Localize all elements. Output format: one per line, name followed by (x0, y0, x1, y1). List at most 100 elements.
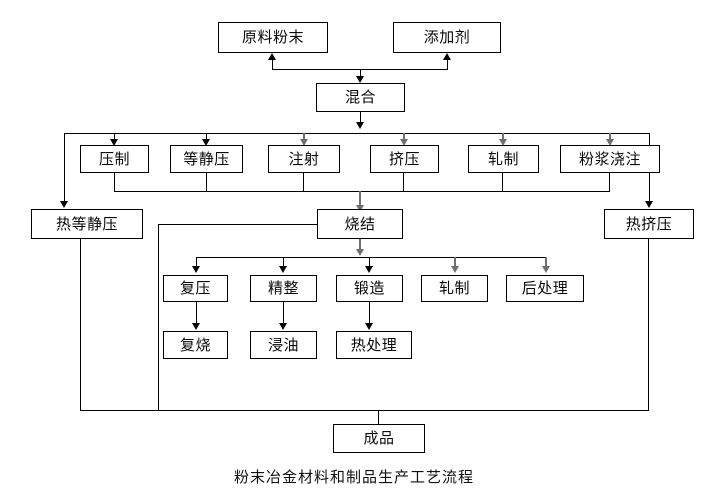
arrow-into-sizing (279, 266, 287, 273)
arrow-into-repressing (192, 266, 200, 273)
node-resintering[interactable]: 复烧 (163, 331, 228, 359)
node-sintering-label: 烧结 (344, 214, 376, 233)
node-repressing[interactable]: 复压 (163, 275, 228, 302)
arrow-into-forging (365, 266, 373, 273)
arrow-into-pressing (110, 139, 118, 146)
node-isostatic-pressing-label: 等静压 (183, 149, 230, 168)
connector-extrusion-down (403, 173, 404, 192)
node-sizing-label: 精整 (267, 279, 299, 297)
node-isostatic-pressing[interactable]: 等静压 (170, 145, 243, 173)
connector-bottom-bus (80, 410, 649, 411)
connector-fan-to-rolling2 (454, 257, 456, 268)
connector-isostatic-down (206, 173, 207, 192)
diagram-caption: 粉末冶金材料和制品生产工艺流程 (234, 468, 475, 486)
node-rolling-secondary-label: 轧制 (438, 279, 470, 297)
node-sizing[interactable]: 精整 (250, 275, 317, 302)
arrow-into-post-treatment (542, 266, 550, 273)
connector-forging-to-heat-treatment (369, 302, 370, 325)
node-finished-product-label: 成品 (363, 429, 395, 447)
connector-left-rail-to-bottom (158, 224, 159, 411)
connector-distribution-bus (64, 133, 650, 134)
connector-bus-left-leg (64, 133, 65, 203)
node-repressing-label: 复压 (179, 279, 211, 297)
connector-repressing-to-resintering (196, 302, 197, 325)
connector-bus-to-rolling (502, 133, 504, 141)
node-post-treatment[interactable]: 后处理 (506, 275, 584, 302)
node-additive-label: 添加剂 (423, 28, 471, 46)
node-hot-extrusion[interactable]: 热挤压 (604, 209, 694, 239)
node-slip-casting-label: 粉浆浇注 (578, 149, 641, 168)
connector-sintering-down (359, 239, 361, 253)
connector-slip-casting-down (609, 173, 610, 192)
node-pressing-label: 压制 (98, 149, 130, 168)
node-mixing[interactable]: 混合 (316, 83, 405, 112)
node-additive[interactable]: 添加剂 (393, 22, 501, 53)
connector-pressing-down (114, 173, 115, 192)
arrow-into-resintering (192, 323, 200, 330)
node-mixing-label: 混合 (344, 88, 376, 106)
node-injection[interactable]: 注射 (268, 145, 340, 173)
connector-bus-to-pressing (114, 133, 115, 141)
connector-fan-to-repressing (196, 257, 197, 268)
connector-injection-down (303, 173, 304, 192)
arrow-into-heat-treatment (365, 323, 373, 330)
arrow-into-rolling (499, 139, 507, 146)
connector-bus-to-extrusion (403, 133, 405, 141)
connector-bottom-bus-to-finished (378, 410, 379, 424)
arrow-into-additive (443, 53, 451, 60)
connector-bus-to-isostatic (206, 133, 207, 141)
connector-sintering-left-tap (158, 224, 318, 225)
arrow-into-hot-isostatic-pressing (60, 201, 68, 208)
node-resintering-label: 复烧 (179, 335, 211, 354)
connector-fan-to-sizing (283, 257, 284, 268)
arrow-into-slip-casting (606, 139, 614, 146)
connector-collector-to-sintering (359, 191, 361, 207)
node-pressing[interactable]: 压制 (80, 145, 149, 173)
arrow-into-mixing (356, 76, 364, 83)
connector-fan-to-forging (369, 257, 370, 268)
connector-collector-bus (114, 191, 610, 192)
connector-additive-down (447, 60, 448, 70)
connector-mixing-down (360, 112, 361, 126)
arrow-into-rolling2 (451, 266, 459, 273)
node-forging[interactable]: 锻造 (336, 275, 403, 302)
connector-raw-powder-down (272, 60, 273, 70)
connector-merge-to-mixing (360, 69, 361, 79)
arrow-into-oil-impregnation (279, 323, 287, 330)
node-rolling[interactable]: 轧制 (468, 145, 539, 173)
arrow-into-isostatic-pressing (202, 139, 210, 146)
node-heat-treatment[interactable]: 热处理 (336, 331, 412, 359)
node-sintering[interactable]: 烧结 (317, 209, 403, 239)
node-forging-label: 锻造 (353, 279, 385, 297)
node-hot-isostatic-pressing[interactable]: 热等静压 (31, 209, 143, 239)
node-post-treatment-label: 后处理 (521, 279, 569, 297)
connector-sizing-to-oil-impregnation (283, 302, 284, 325)
arrow-mixing-to-bus (356, 122, 364, 129)
node-heat-treatment-label: 热处理 (350, 335, 398, 354)
connector-secondary-fan-bus (196, 257, 546, 258)
node-extrusion-label: 挤压 (388, 149, 420, 168)
connector-hip-to-bottom-bus (80, 239, 81, 411)
connector-bus-to-slip-casting (609, 133, 611, 141)
node-rolling-label: 轧制 (487, 149, 519, 168)
connector-hot-extrusion-to-bottom-bus (648, 239, 649, 411)
connector-fan-to-post-treatment (545, 257, 547, 268)
node-raw-powder-label: 原料粉末 (241, 28, 304, 46)
node-finished-product[interactable]: 成品 (333, 424, 425, 453)
connector-bus-to-injection (303, 133, 305, 141)
node-raw-powder[interactable]: 原料粉末 (218, 22, 328, 53)
arrow-sintering-to-fan (356, 249, 364, 256)
node-rolling-secondary[interactable]: 轧制 (421, 275, 488, 302)
connector-rolling-down (502, 173, 503, 192)
node-extrusion[interactable]: 挤压 (370, 145, 439, 173)
node-injection-label: 注射 (288, 149, 320, 168)
node-oil-impregnation-label: 浸油 (267, 335, 299, 354)
node-hot-extrusion-label: 热挤压 (625, 214, 673, 233)
arrow-into-extrusion (400, 139, 408, 146)
node-hot-isostatic-pressing-label: 热等静压 (55, 214, 118, 233)
node-slip-casting[interactable]: 粉浆浇注 (560, 145, 660, 173)
arrow-into-injection (300, 139, 308, 146)
arrow-into-hot-extrusion (645, 201, 653, 208)
node-oil-impregnation[interactable]: 浸油 (250, 331, 317, 359)
